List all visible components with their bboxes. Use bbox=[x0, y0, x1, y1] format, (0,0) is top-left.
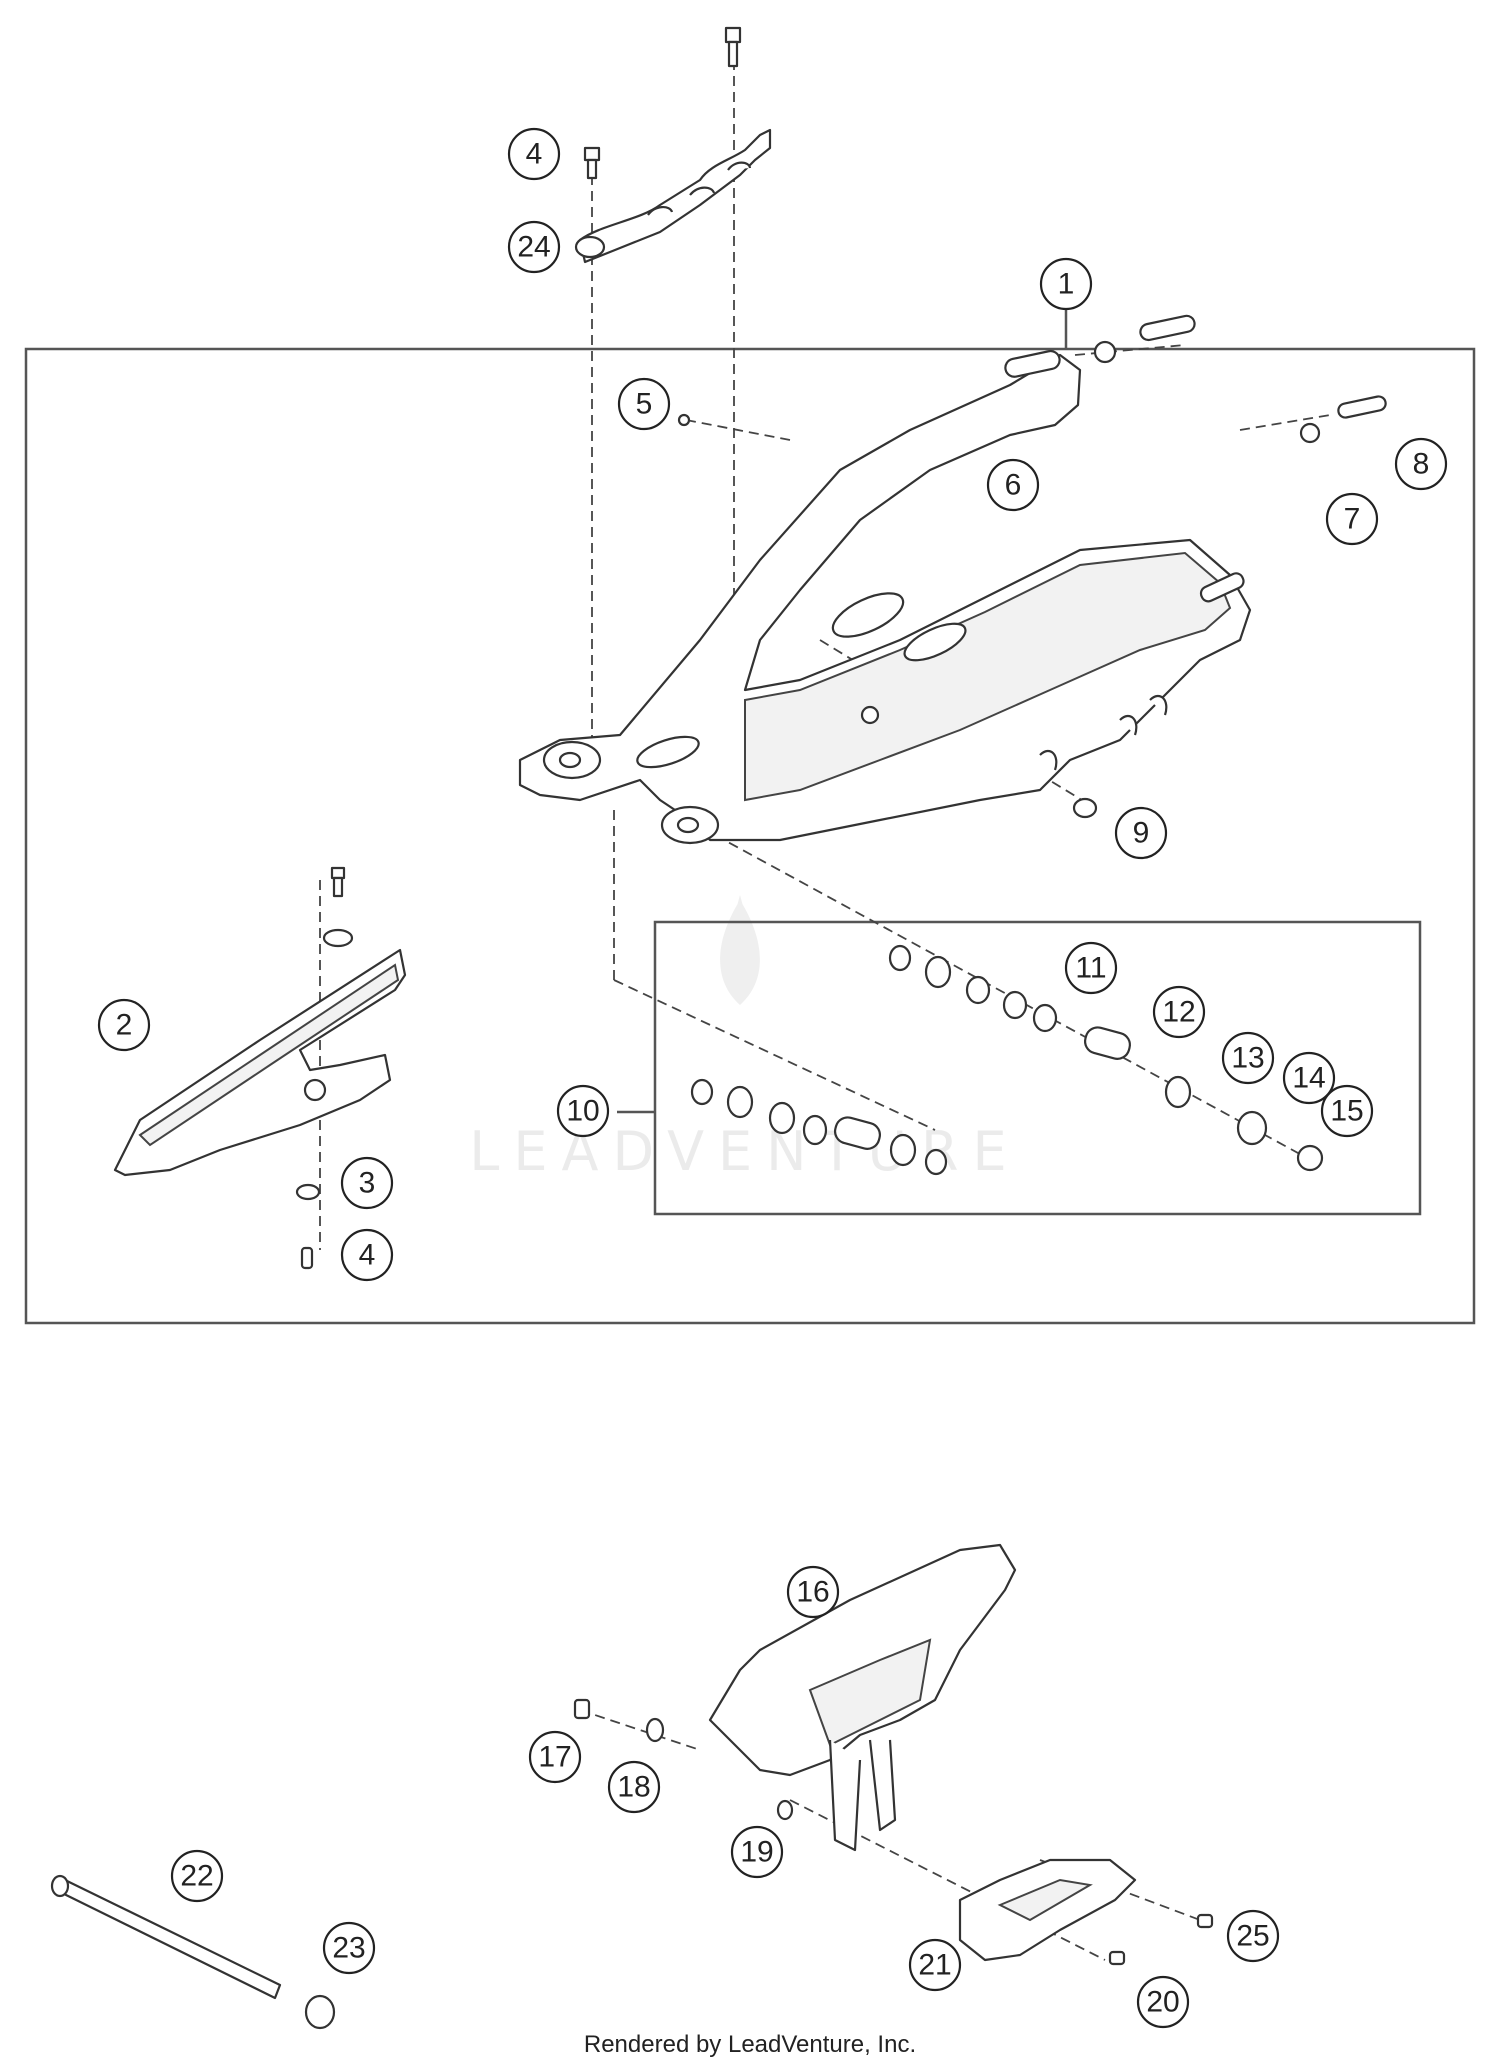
callout-14[interactable]: 14 bbox=[1282, 1051, 1336, 1105]
svg-text:17: 17 bbox=[538, 1741, 571, 1774]
pivot-axle bbox=[50, 1874, 282, 2000]
washer-18 bbox=[645, 1717, 665, 1743]
bolt-upper-long bbox=[724, 26, 742, 68]
watermark: LEADVENTURE bbox=[469, 895, 1020, 1183]
callout-11[interactable]: 11 bbox=[1064, 941, 1118, 995]
callout-2[interactable]: 2 bbox=[97, 998, 151, 1052]
svg-text:5: 5 bbox=[636, 388, 653, 421]
callout-10[interactable]: 10 bbox=[556, 1084, 610, 1138]
axle-pin-lower bbox=[1337, 395, 1387, 419]
callout-17[interactable]: 17 bbox=[528, 1730, 582, 1784]
washer-3 bbox=[295, 1183, 321, 1201]
svg-text:13: 13 bbox=[1231, 1042, 1264, 1075]
chain-slider-upper bbox=[574, 128, 772, 264]
swingarm bbox=[518, 349, 1252, 845]
callout-16[interactable]: 16 bbox=[786, 1565, 840, 1619]
svg-text:14: 14 bbox=[1292, 1062, 1325, 1095]
svg-text:2: 2 bbox=[116, 1009, 133, 1042]
callout-25[interactable]: 25 bbox=[1226, 1909, 1280, 1963]
svg-text:3: 3 bbox=[359, 1167, 376, 1200]
nut-upper bbox=[1093, 340, 1117, 364]
assembly-frame-main bbox=[24, 347, 1476, 1325]
callout-4-top[interactable]: 4 bbox=[507, 127, 561, 181]
bolt-20 bbox=[1108, 1950, 1126, 1966]
svg-text:9: 9 bbox=[1133, 817, 1150, 850]
svg-text:18: 18 bbox=[617, 1771, 650, 1804]
callout-3[interactable]: 3 bbox=[340, 1156, 394, 1210]
callout-9[interactable]: 9 bbox=[1114, 806, 1168, 860]
callout-13[interactable]: 13 bbox=[1221, 1031, 1275, 1085]
svg-text:21: 21 bbox=[918, 1949, 951, 1982]
callout-19[interactable]: 19 bbox=[730, 1825, 784, 1879]
svg-text:7: 7 bbox=[1344, 503, 1361, 536]
callout-23[interactable]: 23 bbox=[322, 1921, 376, 1975]
svg-text:6: 6 bbox=[1005, 469, 1022, 502]
svg-text:20: 20 bbox=[1146, 1986, 1179, 2019]
svg-text:10: 10 bbox=[566, 1095, 599, 1128]
callout-7[interactable]: 7 bbox=[1325, 492, 1379, 546]
svg-text:12: 12 bbox=[1162, 996, 1195, 1029]
chain-slider-lower bbox=[113, 948, 407, 1177]
callout-6[interactable]: 6 bbox=[986, 458, 1040, 512]
washer-19 bbox=[776, 1799, 794, 1821]
callout-24[interactable]: 24 bbox=[507, 220, 561, 274]
callout-20[interactable]: 20 bbox=[1136, 1975, 1190, 2029]
svg-text:25: 25 bbox=[1236, 1920, 1269, 1953]
svg-text:4: 4 bbox=[526, 138, 543, 171]
svg-text:15: 15 bbox=[1330, 1095, 1363, 1128]
svg-text:4: 4 bbox=[359, 1239, 376, 1272]
callout-21[interactable]: 21 bbox=[908, 1938, 962, 1992]
svg-text:23: 23 bbox=[332, 1932, 365, 1965]
bearing-kit-frame bbox=[653, 920, 1422, 1216]
nut-lower bbox=[1299, 422, 1321, 444]
axle-pin-upper bbox=[1139, 314, 1196, 342]
callout-8[interactable]: 8 bbox=[1394, 437, 1448, 491]
callout-4-bottom[interactable]: 4 bbox=[340, 1228, 394, 1282]
screw-5 bbox=[677, 413, 691, 427]
svg-text:19: 19 bbox=[740, 1836, 773, 1869]
callout-18[interactable]: 18 bbox=[607, 1760, 661, 1814]
callout-1[interactable]: 1 bbox=[1039, 257, 1093, 311]
bolt-upper-short bbox=[583, 146, 601, 180]
bolt-lower-top bbox=[322, 866, 354, 948]
chain-guide-block bbox=[958, 1858, 1137, 1962]
svg-text:8: 8 bbox=[1413, 448, 1430, 481]
callout-5[interactable]: 5 bbox=[617, 377, 671, 431]
svg-text:16: 16 bbox=[796, 1576, 829, 1609]
callout-22[interactable]: 22 bbox=[170, 1849, 224, 1903]
bearing-kit-parts bbox=[690, 944, 1324, 1176]
bolt-25 bbox=[1196, 1913, 1214, 1929]
pivot-nut bbox=[304, 1994, 336, 2030]
svg-text:1: 1 bbox=[1058, 268, 1075, 301]
chain-guide bbox=[708, 1543, 1017, 1852]
washer-9 bbox=[1072, 797, 1098, 819]
svg-text:11: 11 bbox=[1075, 952, 1106, 985]
footer-credit: Rendered by LeadVenture, Inc. bbox=[584, 2031, 916, 2058]
bolt-17 bbox=[573, 1698, 591, 1720]
svg-text:22: 22 bbox=[180, 1860, 213, 1893]
watermark-text: LEADVENTURE bbox=[469, 1120, 1020, 1183]
callout-15[interactable]: 15 bbox=[1320, 1084, 1374, 1138]
callout-12[interactable]: 12 bbox=[1152, 985, 1206, 1039]
bolt-4-lower bbox=[300, 1246, 314, 1270]
svg-text:24: 24 bbox=[517, 231, 550, 264]
